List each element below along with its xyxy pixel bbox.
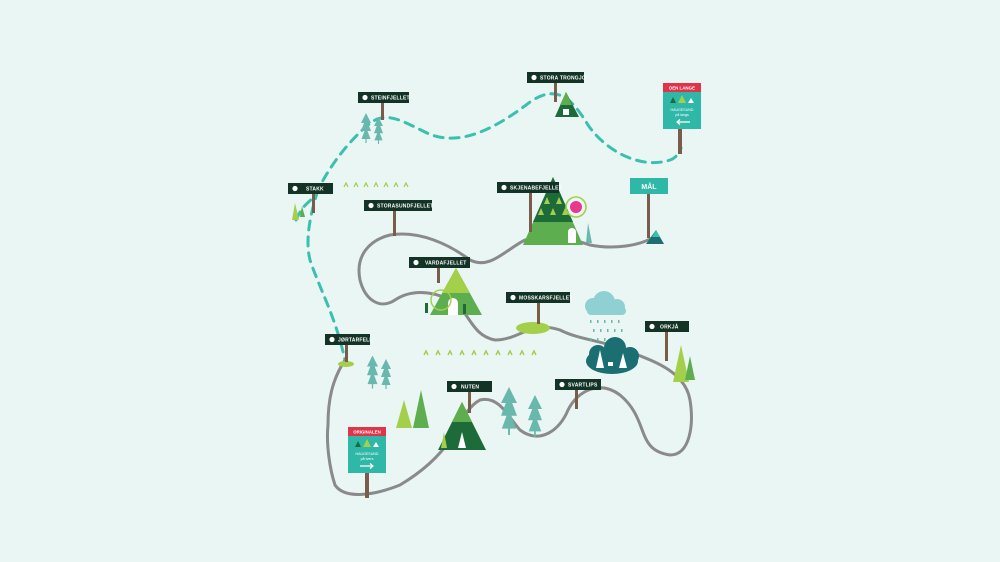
left-forest-trees xyxy=(396,390,429,428)
sign-label: STEINFJELLET xyxy=(371,96,410,102)
round-trail-marker-icon xyxy=(292,185,298,192)
board-line2: på langs xyxy=(675,113,689,117)
jortarfell-trees xyxy=(338,355,391,389)
board-line2: på tvers xyxy=(361,457,374,461)
sign-label: VARDAFJELLET xyxy=(425,261,466,267)
mountains-icon xyxy=(670,95,694,103)
sign-vardafjellet[interactable]: VARDAFJELLET xyxy=(409,257,470,283)
forest-bush xyxy=(586,337,639,374)
sign-orkja[interactable]: ORKJÅ xyxy=(645,321,689,361)
board-den-lange[interactable]: DEN LANGE HAUGESUND på langs xyxy=(663,83,701,154)
round-trail-marker-icon xyxy=(559,381,565,388)
goal-sign[interactable]: MÅL xyxy=(630,178,668,238)
grass-patches xyxy=(343,181,537,356)
vardafjellet-mountain xyxy=(425,268,482,315)
stakk-trees xyxy=(292,203,305,220)
board-line1: HAUGESUND xyxy=(671,108,694,112)
stora-trongjo-mountain xyxy=(555,92,579,117)
sign-jortarfell[interactable]: JØRTARFELL xyxy=(325,334,373,362)
round-trail-marker-icon xyxy=(531,74,537,81)
round-trail-marker-icon xyxy=(501,184,507,191)
board-originalen[interactable]: ORIGINALEN HAUGESUND på tvers xyxy=(348,427,386,498)
mountains-icon xyxy=(355,439,379,447)
sign-storasundfjellet[interactable]: STORASUNDFJELLET xyxy=(364,200,433,236)
sign-svartlips[interactable]: SVARTLIPS xyxy=(555,379,601,409)
nuten-mountain xyxy=(438,402,486,450)
arrow-left-icon xyxy=(676,119,690,125)
goal-mountain xyxy=(646,230,664,244)
dashed-trail xyxy=(294,92,683,362)
sign-nuten[interactable]: NUTEN xyxy=(447,381,492,413)
sign-label: JØRTARFELL xyxy=(338,338,373,344)
board-line1: HAUGESUND xyxy=(356,452,379,456)
sign-label: STORA TRONGJO xyxy=(540,76,586,82)
sign-mosskarsfjellet[interactable]: MOSSKARSFJELLET xyxy=(506,292,573,324)
mosskarsfjellet-hill xyxy=(516,322,550,334)
round-trail-marker-icon xyxy=(510,294,516,301)
sign-steinfjellet[interactable]: STEINFJELLET xyxy=(358,92,410,120)
round-trail-marker-icon xyxy=(413,259,419,266)
goal-label: MÅL xyxy=(641,182,657,191)
round-trail-marker-icon xyxy=(329,336,335,343)
arrow-right-icon xyxy=(360,463,374,469)
round-trail-marker-icon xyxy=(362,94,368,101)
sign-stora-trongjo[interactable]: STORA TRONGJO xyxy=(527,72,586,102)
sign-skjenabefjellet[interactable]: SKJENABEFJELLET xyxy=(497,182,562,232)
sign-label: SKJENABEFJELLET xyxy=(510,186,562,192)
sign-label: NUTEN xyxy=(461,385,479,391)
round-trail-marker-icon xyxy=(649,323,655,330)
sign-stakk[interactable]: STAKK xyxy=(288,183,333,213)
rain-cloud xyxy=(585,291,626,341)
sign-label: ORKJÅ xyxy=(660,324,679,331)
round-trail-marker-icon xyxy=(368,202,374,209)
board-title: ORIGINALEN xyxy=(353,430,381,435)
board-title: DEN LANGE xyxy=(669,86,695,91)
sign-label: STAKK xyxy=(306,187,324,193)
round-trail-marker-icon xyxy=(451,383,457,390)
sign-label: SVARTLIPS xyxy=(568,383,598,389)
orkja-trees xyxy=(673,345,695,382)
skjenabefjellet-mountain xyxy=(523,177,592,245)
sign-label: STORASUNDFJELLET xyxy=(377,204,433,210)
sign-label: MOSSKARSFJELLET xyxy=(519,296,573,302)
solid-trail xyxy=(326,232,693,496)
